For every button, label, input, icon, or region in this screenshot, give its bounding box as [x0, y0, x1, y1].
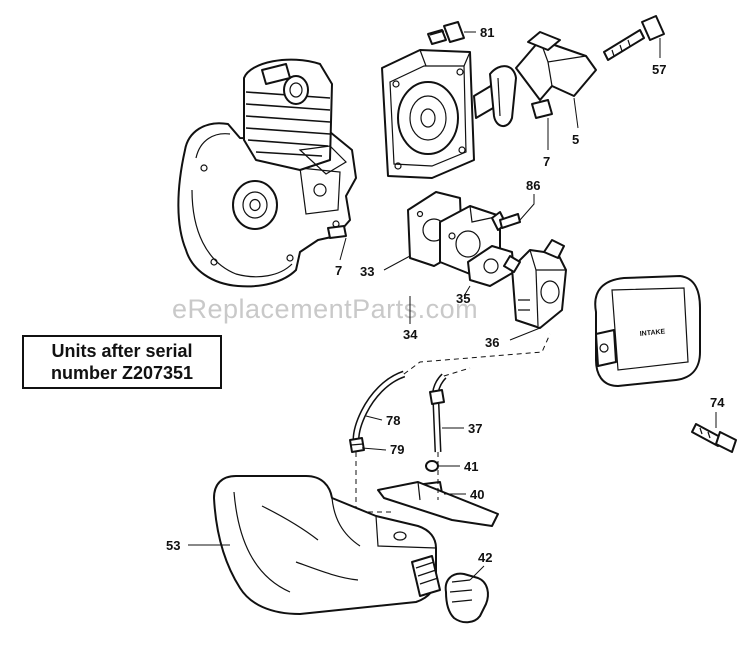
recoil-starter [381, 49, 517, 179]
callout-37: 37 [468, 421, 482, 436]
callout-79: 79 [390, 442, 404, 457]
callout-57: 57 [652, 62, 666, 77]
fuel-cap-42 [444, 572, 489, 624]
fuel-filter-40 [377, 481, 499, 527]
callout-33: 33 [360, 264, 374, 279]
screw-86 [491, 211, 521, 231]
carburetor-36 [503, 239, 567, 329]
dash-line-tank-left [355, 452, 392, 513]
bolt-57 [603, 15, 665, 61]
callout-7-lower: 7 [335, 263, 342, 278]
callout-81: 81 [480, 25, 494, 40]
dash-line-carb [403, 333, 551, 375]
watermark: eReplacementParts.com [172, 294, 478, 324]
serial-note-line-1: Units after serial [51, 341, 193, 361]
callout-35: 35 [456, 291, 470, 306]
dash-line-return [443, 367, 471, 377]
callout-5: 5 [572, 132, 579, 147]
bolt-74 [691, 423, 737, 453]
engine-cylinder [243, 58, 347, 175]
callout-86: 86 [526, 178, 540, 193]
callout-leaders [188, 31, 717, 581]
callout-34: 34 [403, 327, 418, 342]
serial-note-box: Units after serial number Z207351 [22, 335, 222, 389]
callout-41: 41 [464, 459, 478, 474]
callout-42: 42 [478, 550, 492, 565]
bracket-5 [515, 31, 597, 101]
key-7-lower [327, 225, 347, 239]
fuel-tank-53 [213, 475, 441, 615]
key-7-upper [531, 99, 553, 119]
callout-74: 74 [710, 395, 725, 410]
callout-36: 36 [485, 335, 499, 350]
callout-labels: 81 57 5 7 86 7 33 34 35 36 74 78 37 79 4… [166, 25, 725, 565]
fuel-line-78 [352, 370, 406, 441]
callout-7-upper: 7 [543, 154, 550, 169]
serial-note-line-2: number Z207351 [50, 363, 194, 383]
air-filter-cover: INTAKE [594, 275, 701, 387]
callout-40: 40 [470, 487, 484, 502]
grommet-79 [349, 437, 365, 453]
washer-41 [425, 460, 439, 472]
callout-53: 53 [166, 538, 180, 553]
bolt-81 [427, 21, 465, 45]
intake-stamp: INTAKE [639, 328, 665, 338]
fuel-line-37 [429, 373, 447, 453]
callout-78: 78 [386, 413, 400, 428]
